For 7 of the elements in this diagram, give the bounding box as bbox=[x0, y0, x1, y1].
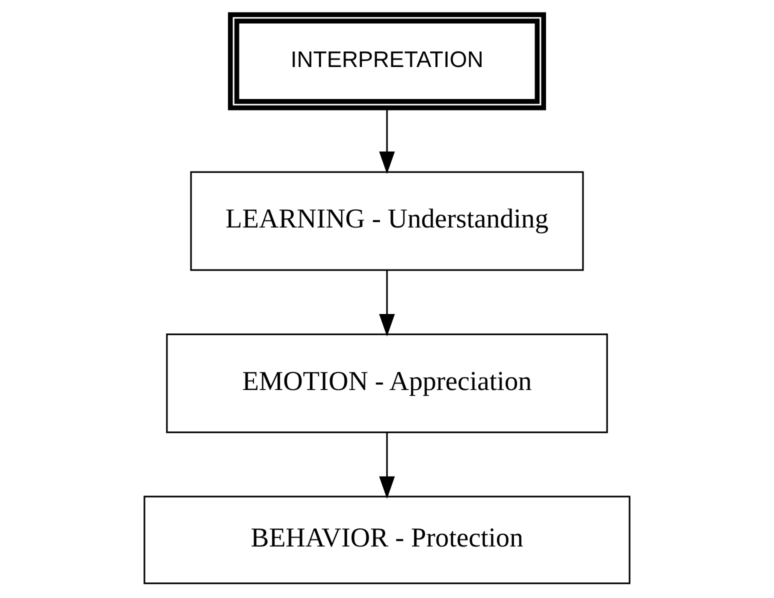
arrow bbox=[379, 108, 395, 174]
arrow bbox=[379, 432, 395, 499]
node-box: LEARNING - Understanding bbox=[190, 171, 584, 271]
arrow bbox=[379, 270, 395, 336]
node-box: INTERPRETATION bbox=[228, 12, 546, 110]
node-box: EMOTION - Appreciation bbox=[166, 334, 608, 434]
node-box: BEHAVIOR - Protection bbox=[144, 496, 630, 584]
